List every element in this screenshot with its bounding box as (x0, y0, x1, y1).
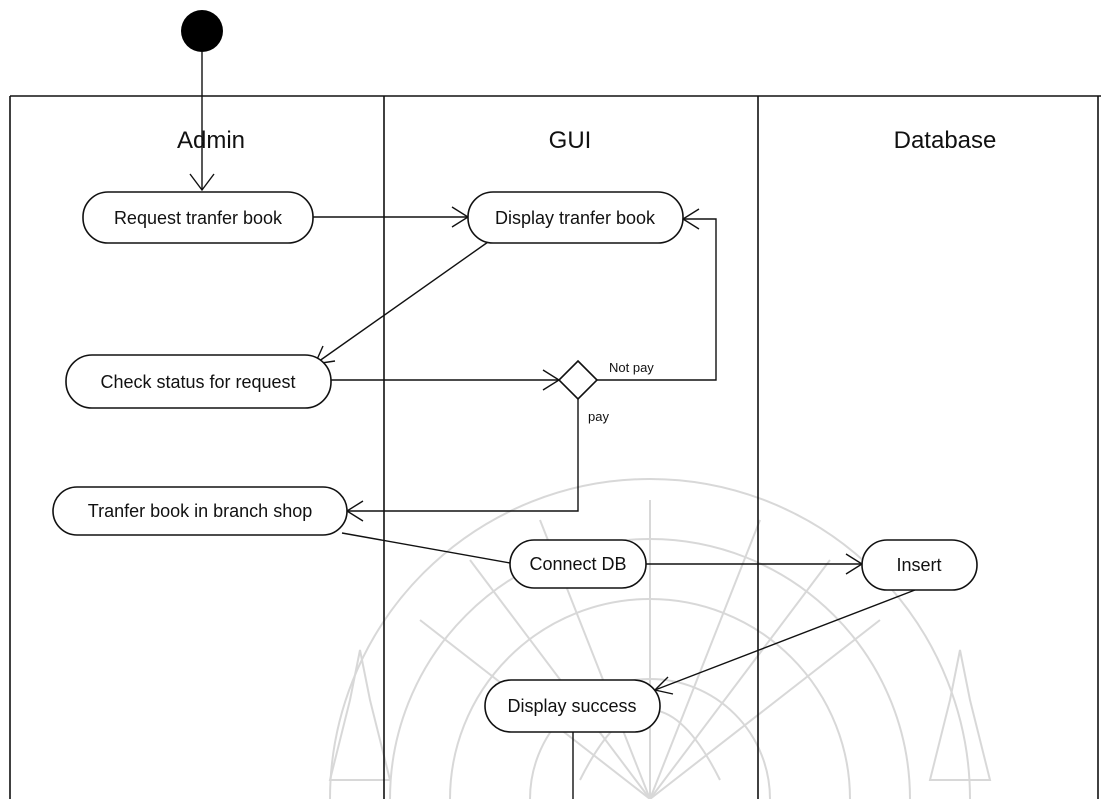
watermark-emblem (328, 478, 992, 799)
activity-connect-db: Connect DB (509, 539, 647, 589)
activity-display-success: Display success (484, 679, 661, 733)
activity-label: Insert (896, 555, 941, 575)
activity-request-tranfer-book: Request tranfer book (82, 191, 314, 244)
edges (189, 52, 916, 799)
edge-decision-tranfer-pay (347, 399, 579, 512)
initial-node (181, 10, 223, 52)
activity-label: Connect DB (529, 554, 626, 574)
activity-label: Display tranfer book (495, 208, 656, 228)
activity-check-status: Check status for request (65, 354, 332, 409)
edge-display-check (314, 241, 489, 365)
activity-label: Display success (507, 696, 636, 716)
lane-title-database: Database (894, 127, 997, 154)
activity-display-tranfer-book: Display tranfer book (467, 191, 684, 244)
activity-label: Tranfer book in branch shop (88, 501, 312, 521)
edge-decision-display-notpay (597, 218, 717, 381)
guard-pay: pay (588, 409, 609, 424)
edge-connect-tranfer (341, 532, 511, 564)
activity-label: Check status for request (100, 372, 295, 392)
lane-title-gui: GUI (549, 127, 592, 154)
arrowhead (189, 173, 215, 192)
activity-label: Request tranfer book (114, 208, 283, 228)
decision-node (557, 359, 599, 401)
activity-tranfer-book-branch: Tranfer book in branch shop (52, 486, 348, 536)
guard-not-pay: Not pay (609, 360, 654, 375)
edge-insert-success (654, 589, 916, 691)
lane-title-admin: Admin (177, 127, 245, 154)
activity-insert: Insert (861, 539, 978, 591)
swimlane-frame (9, 95, 1101, 799)
